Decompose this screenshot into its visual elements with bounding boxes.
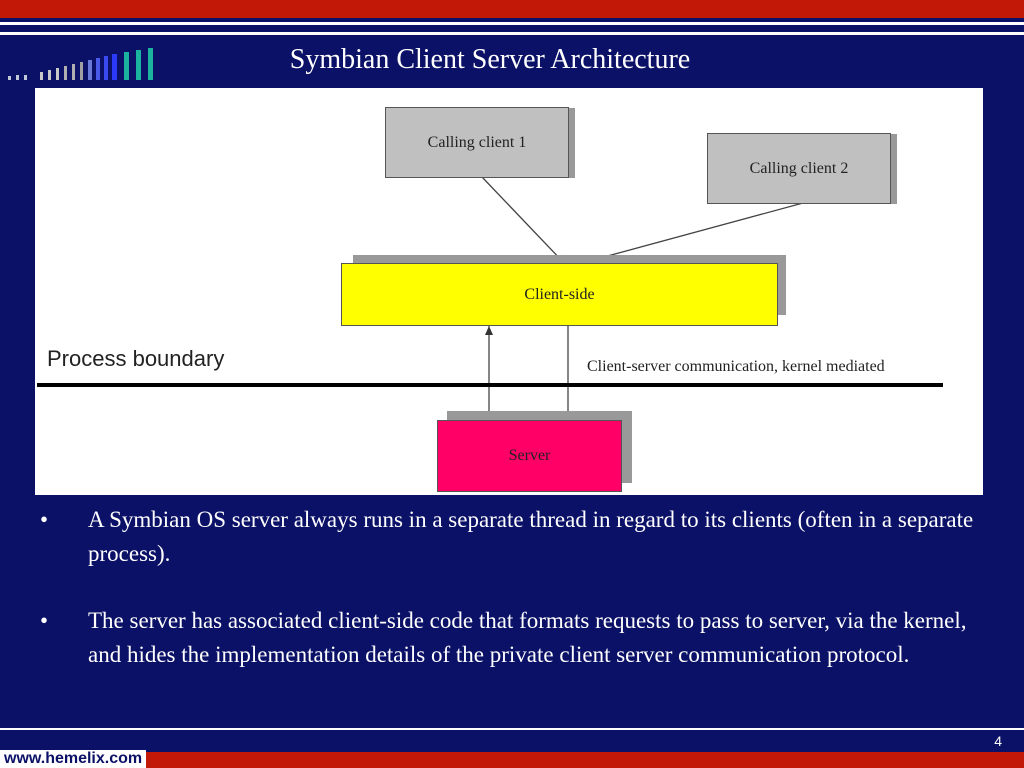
calling-client-1-label: Calling client 1 [427, 133, 527, 151]
bottom-red-band [0, 752, 1024, 768]
slide-title: Symbian Client Server Architecture [289, 44, 691, 75]
top-red-band [0, 0, 1024, 18]
calling-client-2-label: Calling client 2 [749, 159, 849, 177]
client-side-box: Client-side [341, 263, 778, 326]
decorative-bars [6, 48, 156, 80]
server-label: Server [508, 447, 551, 464]
client-side-label: Client-side [524, 285, 595, 303]
top-white-line [0, 22, 1024, 25]
process-boundary-label: Process boundary [47, 346, 225, 371]
diagram-lines [37, 176, 943, 421]
server-box: Server [437, 420, 622, 492]
page-number: 4 [994, 733, 1002, 749]
bullet-text: A Symbian OS server always runs in a sep… [88, 507, 974, 566]
calling-client-2-box: Calling client 2 [707, 133, 891, 204]
calling-client-1-box: Calling client 1 [385, 107, 569, 178]
arrow-client1-to-clientside [481, 176, 566, 265]
bullet-dot: • [40, 507, 49, 532]
communication-label: Client-server communication, kernel medi… [587, 358, 885, 375]
bullet-dot: • [40, 608, 49, 633]
bottom-white-line [0, 728, 1024, 730]
bullet-text: The server has associated client-side co… [88, 608, 967, 667]
arrow-client2-to-clientside [577, 202, 804, 266]
architecture-diagram: Calling client 1 Calling client 2 Client… [35, 88, 983, 495]
top-white-line-2 [0, 32, 1024, 35]
footer-url[interactable]: www.hemelix.com [0, 750, 147, 768]
